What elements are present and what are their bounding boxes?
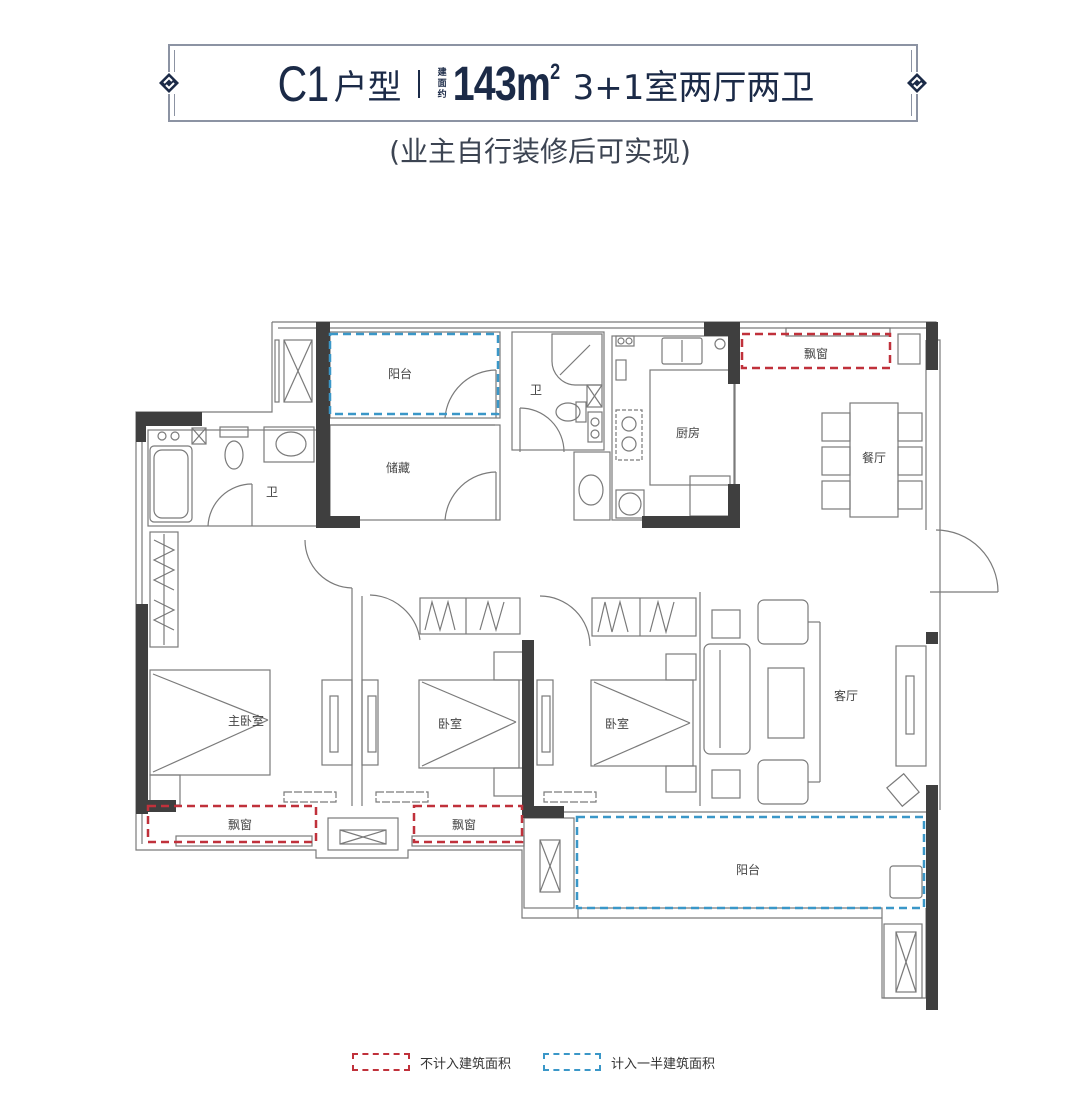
room-label-dining: 餐厅 [862, 450, 886, 465]
room-label-bedroom-3: 卧室 [605, 716, 629, 731]
title-frame: C1 户型 建 面 约 143m2 3+1室两厅两卫 [158, 44, 928, 122]
room-label-storage: 储藏 [386, 460, 410, 475]
excluded-bay-window-left [146, 804, 318, 844]
subtitle: (业主自行装修后可实现) [389, 135, 691, 168]
legend-item-excluded: 不计入建筑面积 [352, 1053, 511, 1072]
diamond-ornament-icon [906, 72, 928, 94]
room-config: 3+1室两厅两卫 [572, 67, 815, 108]
unit-type-label: 户型 [333, 67, 402, 108]
area-value: 143m2 [452, 57, 559, 111]
room-label-bay-window-mid: 飘窗 [452, 818, 476, 832]
room-label-balcony-top: 阳台 [388, 366, 412, 381]
legend-half-label: 计入一半建筑面积 [611, 1056, 716, 1072]
diamond-ornament-icon [158, 72, 180, 94]
half-area-balcony-bottom [575, 815, 926, 910]
unit-code: C1 [277, 56, 329, 112]
unit-title: C1 户型 建 面 约 143m2 3+1室两厅两卫 [170, 54, 916, 114]
room-label-bath-left: 卫 [266, 485, 278, 499]
room-label-kitchen: 厨房 [676, 425, 700, 440]
excluded-bay-window-mid [412, 804, 524, 844]
room-label-master-bedroom: 主卧室 [228, 713, 264, 728]
half-area-balcony-top [328, 332, 500, 416]
floor-plan: 阳台 储藏 卫 卫 厨房 飘窗 餐厅 主卧室 卧室 卧室 客厅 飘窗 飘窗 阳台 [135, 321, 999, 1010]
legend-excluded-label: 不计入建筑面积 [420, 1056, 512, 1072]
room-label-bay-window-left: 飘窗 [228, 818, 252, 832]
legend-item-half: 计入一半建筑面积 [543, 1053, 715, 1072]
room-label-bath-center: 卫 [530, 383, 542, 397]
room-label-bedroom-2: 卧室 [438, 716, 462, 731]
structural-walls [136, 322, 938, 1010]
title-divider [417, 70, 420, 98]
room-label-balcony-bottom: 阳台 [736, 862, 760, 877]
room-label-living: 客厅 [834, 688, 858, 703]
area-prefix: 建 面 约 [437, 67, 447, 100]
legend: 不计入建筑面积 计入一半建筑面积 [352, 1050, 715, 1074]
room-label-bay-window-top: 飘窗 [804, 347, 828, 361]
blue-dashed-swatch-icon [543, 1053, 602, 1071]
red-dashed-swatch-icon [352, 1053, 410, 1071]
